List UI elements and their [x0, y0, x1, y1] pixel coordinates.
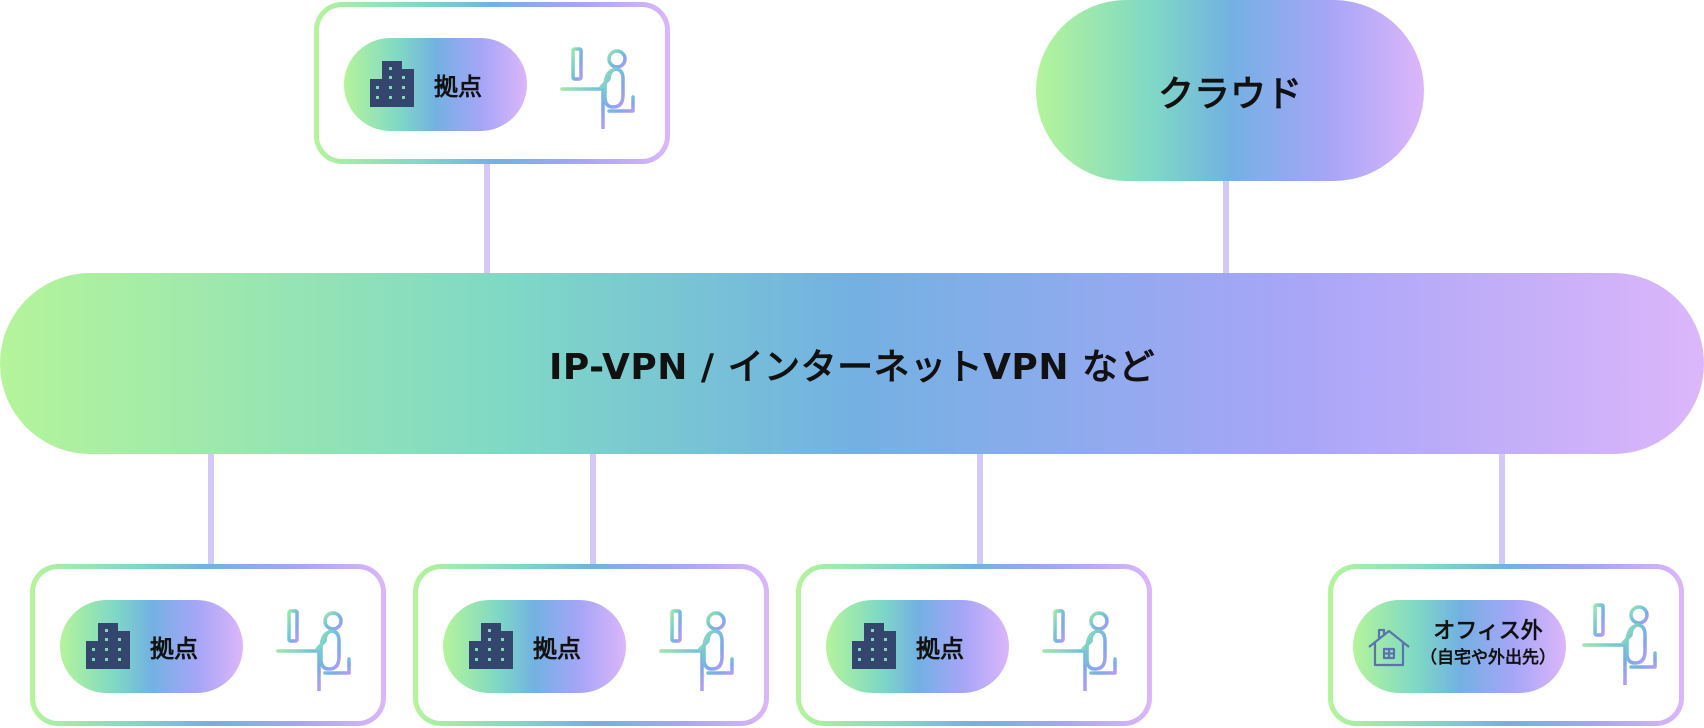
site-box-top: 拠点	[314, 2, 670, 164]
remote-sublabel: （自宅や外出先）	[1420, 648, 1556, 668]
network-label: IP-VPN / インターネットVPN など	[549, 346, 1155, 388]
network-bar: IP-VPN / インターネットVPN など	[0, 273, 1704, 454]
building-icon	[370, 61, 414, 107]
remote-pill: オフィス外 （自宅や外出先）	[1353, 600, 1566, 693]
building-icon	[86, 623, 130, 669]
site-pill: 拠点	[344, 38, 527, 131]
site-pill: 拠点	[826, 600, 1009, 693]
person-at-desk-icon	[658, 609, 740, 691]
person-at-desk-icon	[275, 609, 357, 691]
cloud-node: クラウド	[1036, 0, 1424, 181]
house-icon	[1367, 627, 1411, 667]
connector-site-3	[977, 453, 983, 565]
person-at-desk-icon	[1041, 609, 1123, 691]
site-pill: 拠点	[60, 600, 243, 693]
remote-box: オフィス外 （自宅や外出先）	[1328, 564, 1684, 726]
site-box-1: 拠点	[30, 564, 386, 726]
site-box-3: 拠点	[796, 564, 1152, 726]
site-pill: 拠点	[443, 600, 626, 693]
connector-site-2	[590, 453, 596, 565]
building-icon	[469, 623, 513, 669]
connector-remote	[1499, 453, 1505, 565]
site-box-2: 拠点	[413, 564, 769, 726]
site-label: 拠点	[916, 635, 964, 663]
site-label: 拠点	[434, 73, 482, 101]
site-label: 拠点	[533, 635, 581, 663]
building-icon	[852, 623, 896, 669]
cloud-label: クラウド	[1157, 73, 1302, 115]
site-label: 拠点	[150, 635, 198, 663]
connector-top-site	[484, 164, 490, 274]
connector-cloud	[1223, 180, 1229, 274]
person-at-desk-icon	[559, 47, 641, 129]
remote-label: オフィス外	[1433, 619, 1543, 644]
person-at-desk-icon	[1581, 603, 1663, 685]
connector-site-1	[208, 453, 214, 565]
